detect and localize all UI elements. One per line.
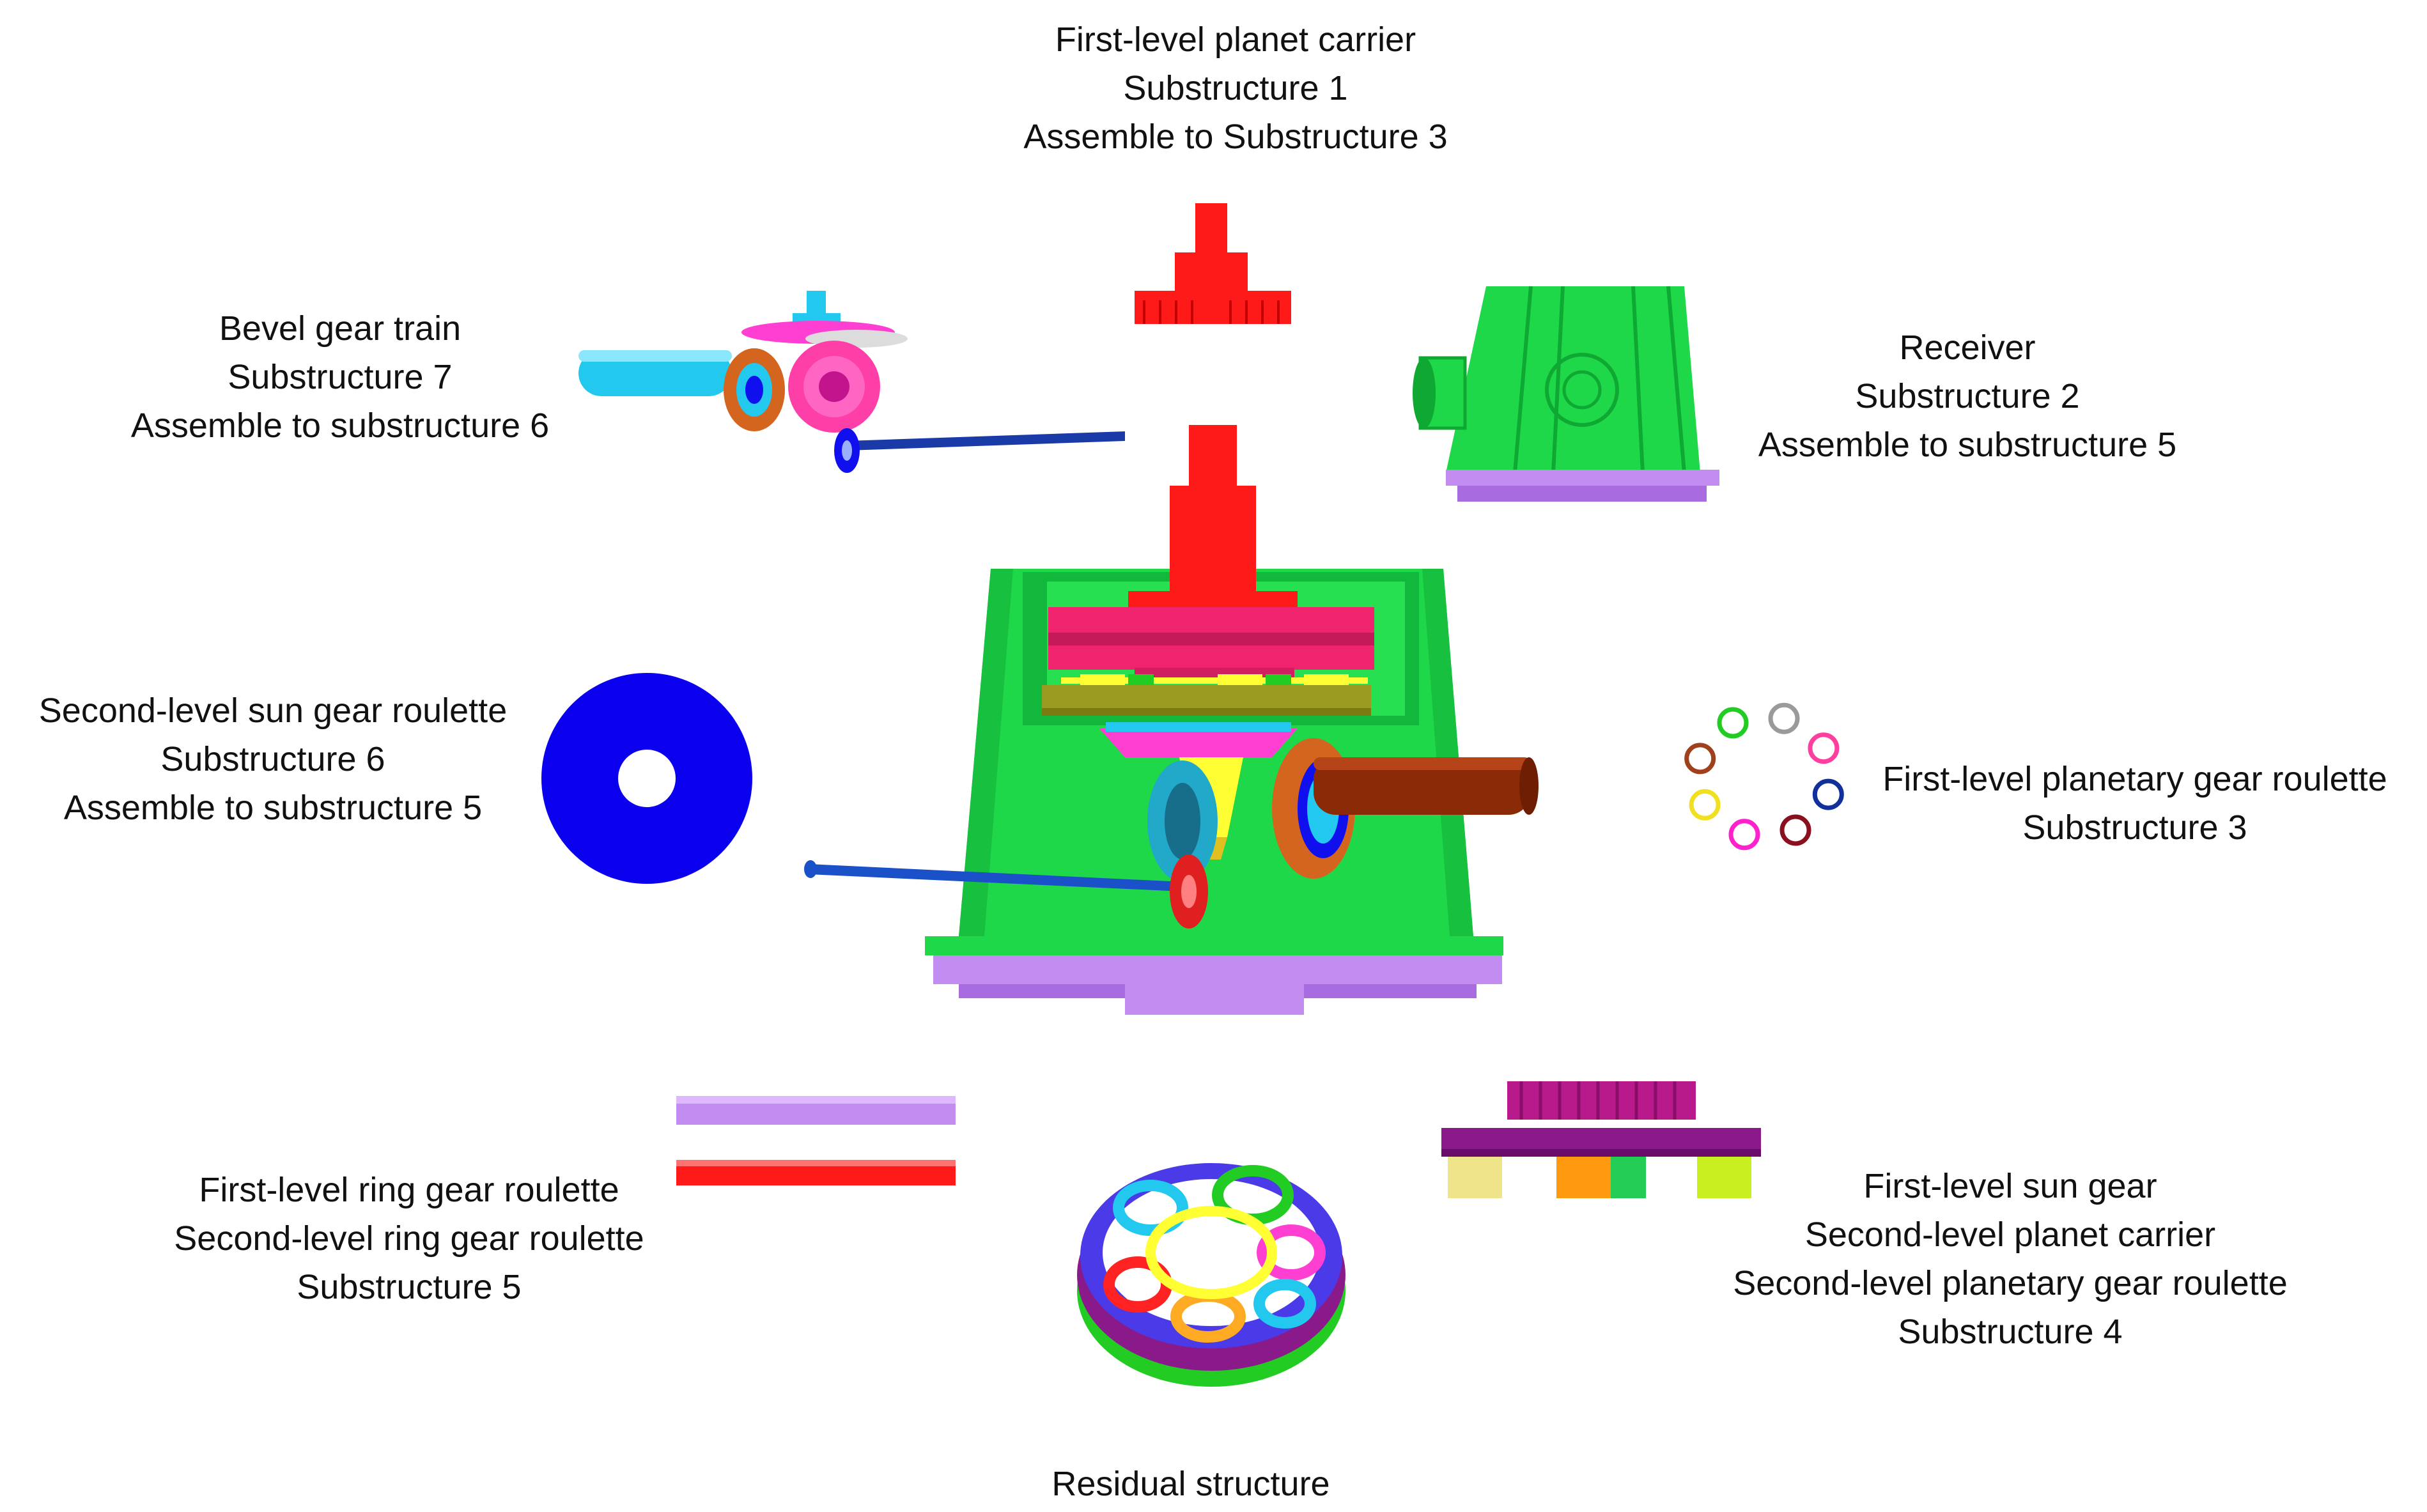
planet-gear-ring (1768, 702, 1800, 734)
planet-gear-ring (1684, 743, 1716, 775)
planet-gear-ring (1808, 732, 1840, 764)
label-line: Substructure 3 (2022, 808, 2247, 847)
second-level-carrier-part (1441, 1081, 1761, 1198)
label-line: Receiver (1899, 328, 2035, 367)
label-line: Assemble to substructure 5 (1758, 426, 2176, 464)
planet-gear-ring (1728, 819, 1760, 851)
residual-structure-part (1077, 1163, 1345, 1387)
planet-carrier-part (1135, 203, 1291, 324)
planet-gear-ring (1812, 778, 1844, 810)
main-assembly (804, 425, 1539, 1015)
label-line: Bevel gear train (219, 309, 461, 348)
label-line: First-level ring gear roulette (199, 1171, 619, 1209)
label-substructure-6: Second-level sun gear roulette Substruct… (39, 691, 507, 827)
planetary-gear-roulette-part (1684, 702, 1844, 851)
planet-gear-ring (1780, 814, 1811, 846)
label-line: Substructure 7 (228, 358, 452, 396)
receiver-part (1413, 286, 1719, 502)
label-line: Substructure 4 (1898, 1313, 2122, 1351)
label-line: Residual structure (1051, 1465, 1330, 1503)
ring-gear-roulette-part (676, 1096, 956, 1185)
label-substructure-4: First-level sun gear Second-level planet… (1733, 1167, 2288, 1351)
label-line: Assemble to substructure 5 (64, 789, 482, 827)
label-line: Substructure 5 (297, 1268, 521, 1306)
bevel-gear-train-part (578, 291, 1125, 473)
label-substructure-5: First-level ring gear roulette Second-le… (174, 1171, 644, 1306)
planet-gear-ring (1689, 789, 1721, 821)
label-line: Substructure 1 (1123, 69, 1347, 107)
planet-gear-ring (1717, 707, 1749, 739)
label-residual-structure: Residual structure (1051, 1465, 1330, 1503)
label-line: First-level sun gear (1863, 1167, 2157, 1205)
sun-gear-roulette-part (541, 673, 752, 884)
label-line: Substructure 2 (1855, 377, 2079, 415)
label-line: Second-level sun gear roulette (39, 691, 507, 730)
label-line: Second-level planetary gear roulette (1733, 1264, 2288, 1302)
label-line: Substructure 6 (160, 740, 385, 778)
label-line: Second-level planet carrier (1805, 1215, 2215, 1254)
label-line: Second-level ring gear roulette (174, 1219, 644, 1258)
label-line: First-level planetary gear roulette (1882, 760, 2387, 798)
label-substructure-2: Receiver Substructure 2 Assemble to subs… (1758, 328, 2176, 464)
label-substructure-7: Bevel gear train Substructure 7 Assemble… (131, 309, 549, 445)
label-substructure-1: First-level planet carrier Substructure … (1023, 20, 1447, 156)
label-line: Assemble to substructure 6 (131, 406, 549, 445)
label-substructure-3: First-level planetary gear roulette Subs… (1882, 760, 2387, 847)
label-line: First-level planet carrier (1055, 20, 1416, 59)
label-line: Assemble to Substructure 3 (1023, 118, 1447, 156)
